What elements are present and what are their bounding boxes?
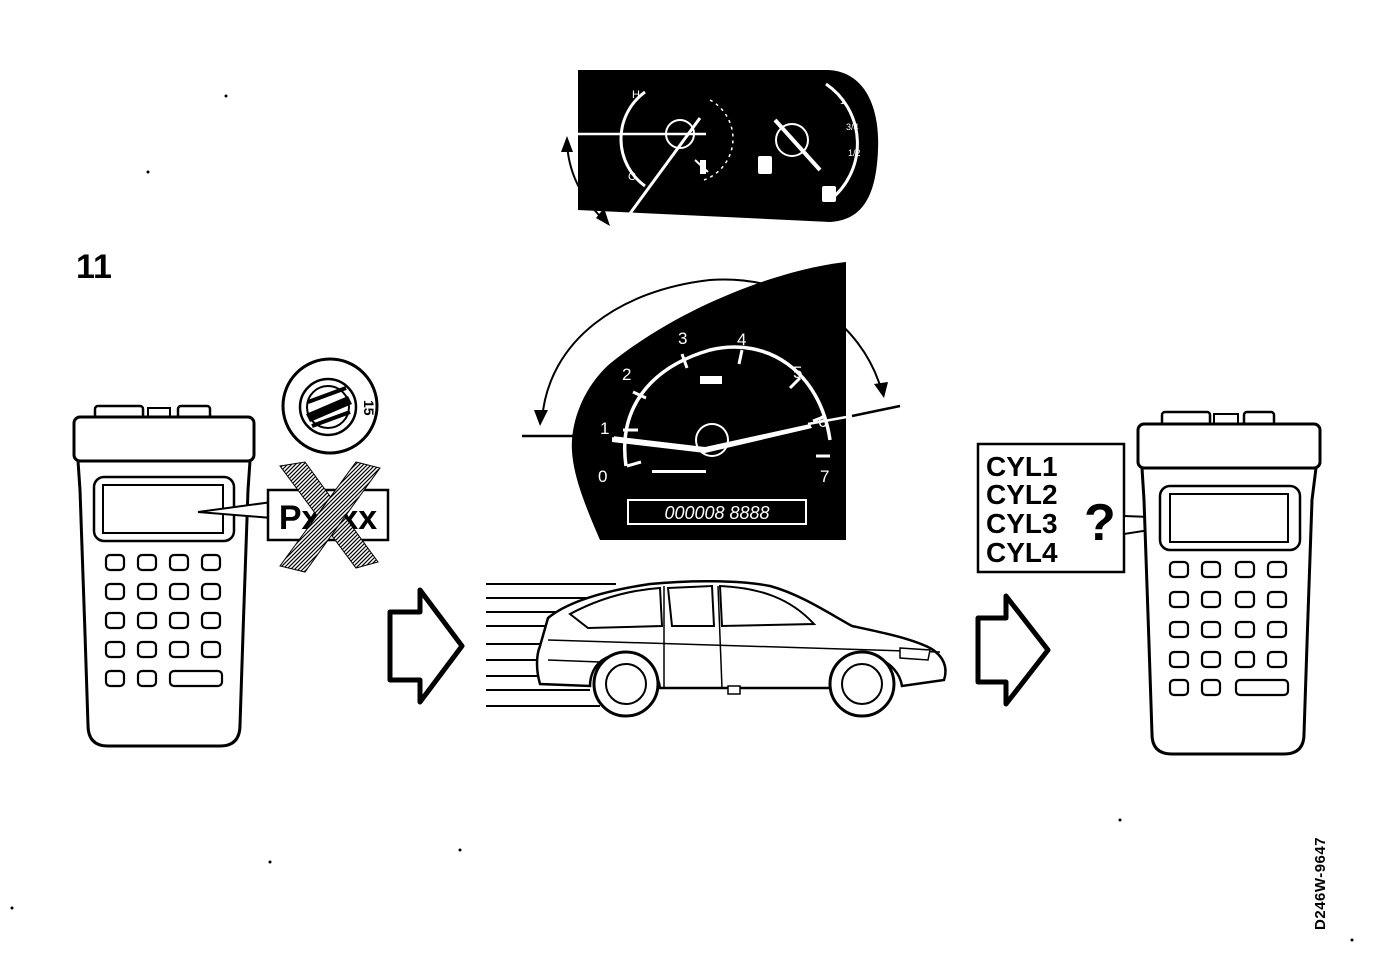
- ignition-key-icon: 15: [281, 357, 379, 455]
- tick-label: 7: [820, 467, 829, 486]
- right-scanner-keypad: [1168, 560, 1290, 697]
- svg-text:C: C: [628, 171, 636, 183]
- cylinder-label: CYL4: [986, 537, 1058, 568]
- svg-text:1: 1: [840, 96, 845, 106]
- tick-label: 0: [598, 467, 607, 486]
- tick-label: 1: [600, 419, 609, 438]
- drawing-reference: D246W-9647: [1312, 836, 1329, 930]
- question-mark: ?: [1084, 494, 1116, 552]
- fuel-gauge-icon: 1 3/4 1/2: [758, 82, 861, 202]
- arrow-right-icon: [387, 587, 465, 705]
- tachometer-icon: 0 1 2 3 4 5 6 7 000008 8888: [522, 262, 901, 540]
- right-hand-scanner-icon: [1136, 410, 1322, 756]
- odometer-readout: 000008 8888: [664, 503, 769, 523]
- temperature-gauge-icon: H C: [548, 89, 734, 239]
- svg-text:3/4: 3/4: [846, 122, 859, 132]
- svg-text:H: H: [632, 89, 640, 101]
- cylinder-list-box: CYL1 CYL2 CYL3 CYL4 ?: [976, 442, 1177, 574]
- cylinder-label: CYL3: [986, 508, 1058, 539]
- step-number: 11: [76, 248, 112, 286]
- ignition-position-label: 15: [361, 400, 377, 416]
- car-icon: [486, 579, 947, 718]
- print-specks: [10, 94, 1354, 942]
- cylinder-label: CYL1: [986, 451, 1058, 482]
- svg-text:1/2: 1/2: [848, 148, 861, 158]
- left-scanner-keypad: [104, 553, 224, 688]
- tick-label: 5: [793, 363, 802, 382]
- prompt-box: Pxxxx: [266, 461, 390, 573]
- left-hand-scanner-icon: [72, 404, 273, 748]
- rpm-range-arrow: [541, 278, 883, 421]
- tick-label: 3: [678, 329, 687, 348]
- cylinder-label: CYL2: [986, 479, 1058, 510]
- tick-label: 4: [737, 330, 746, 349]
- cross-out-icon: [279, 461, 381, 573]
- arrow-right-icon: [975, 593, 1051, 707]
- instrument-cluster: H C 1 3/4 1/2: [548, 70, 879, 239]
- tick-label: 2: [622, 365, 631, 384]
